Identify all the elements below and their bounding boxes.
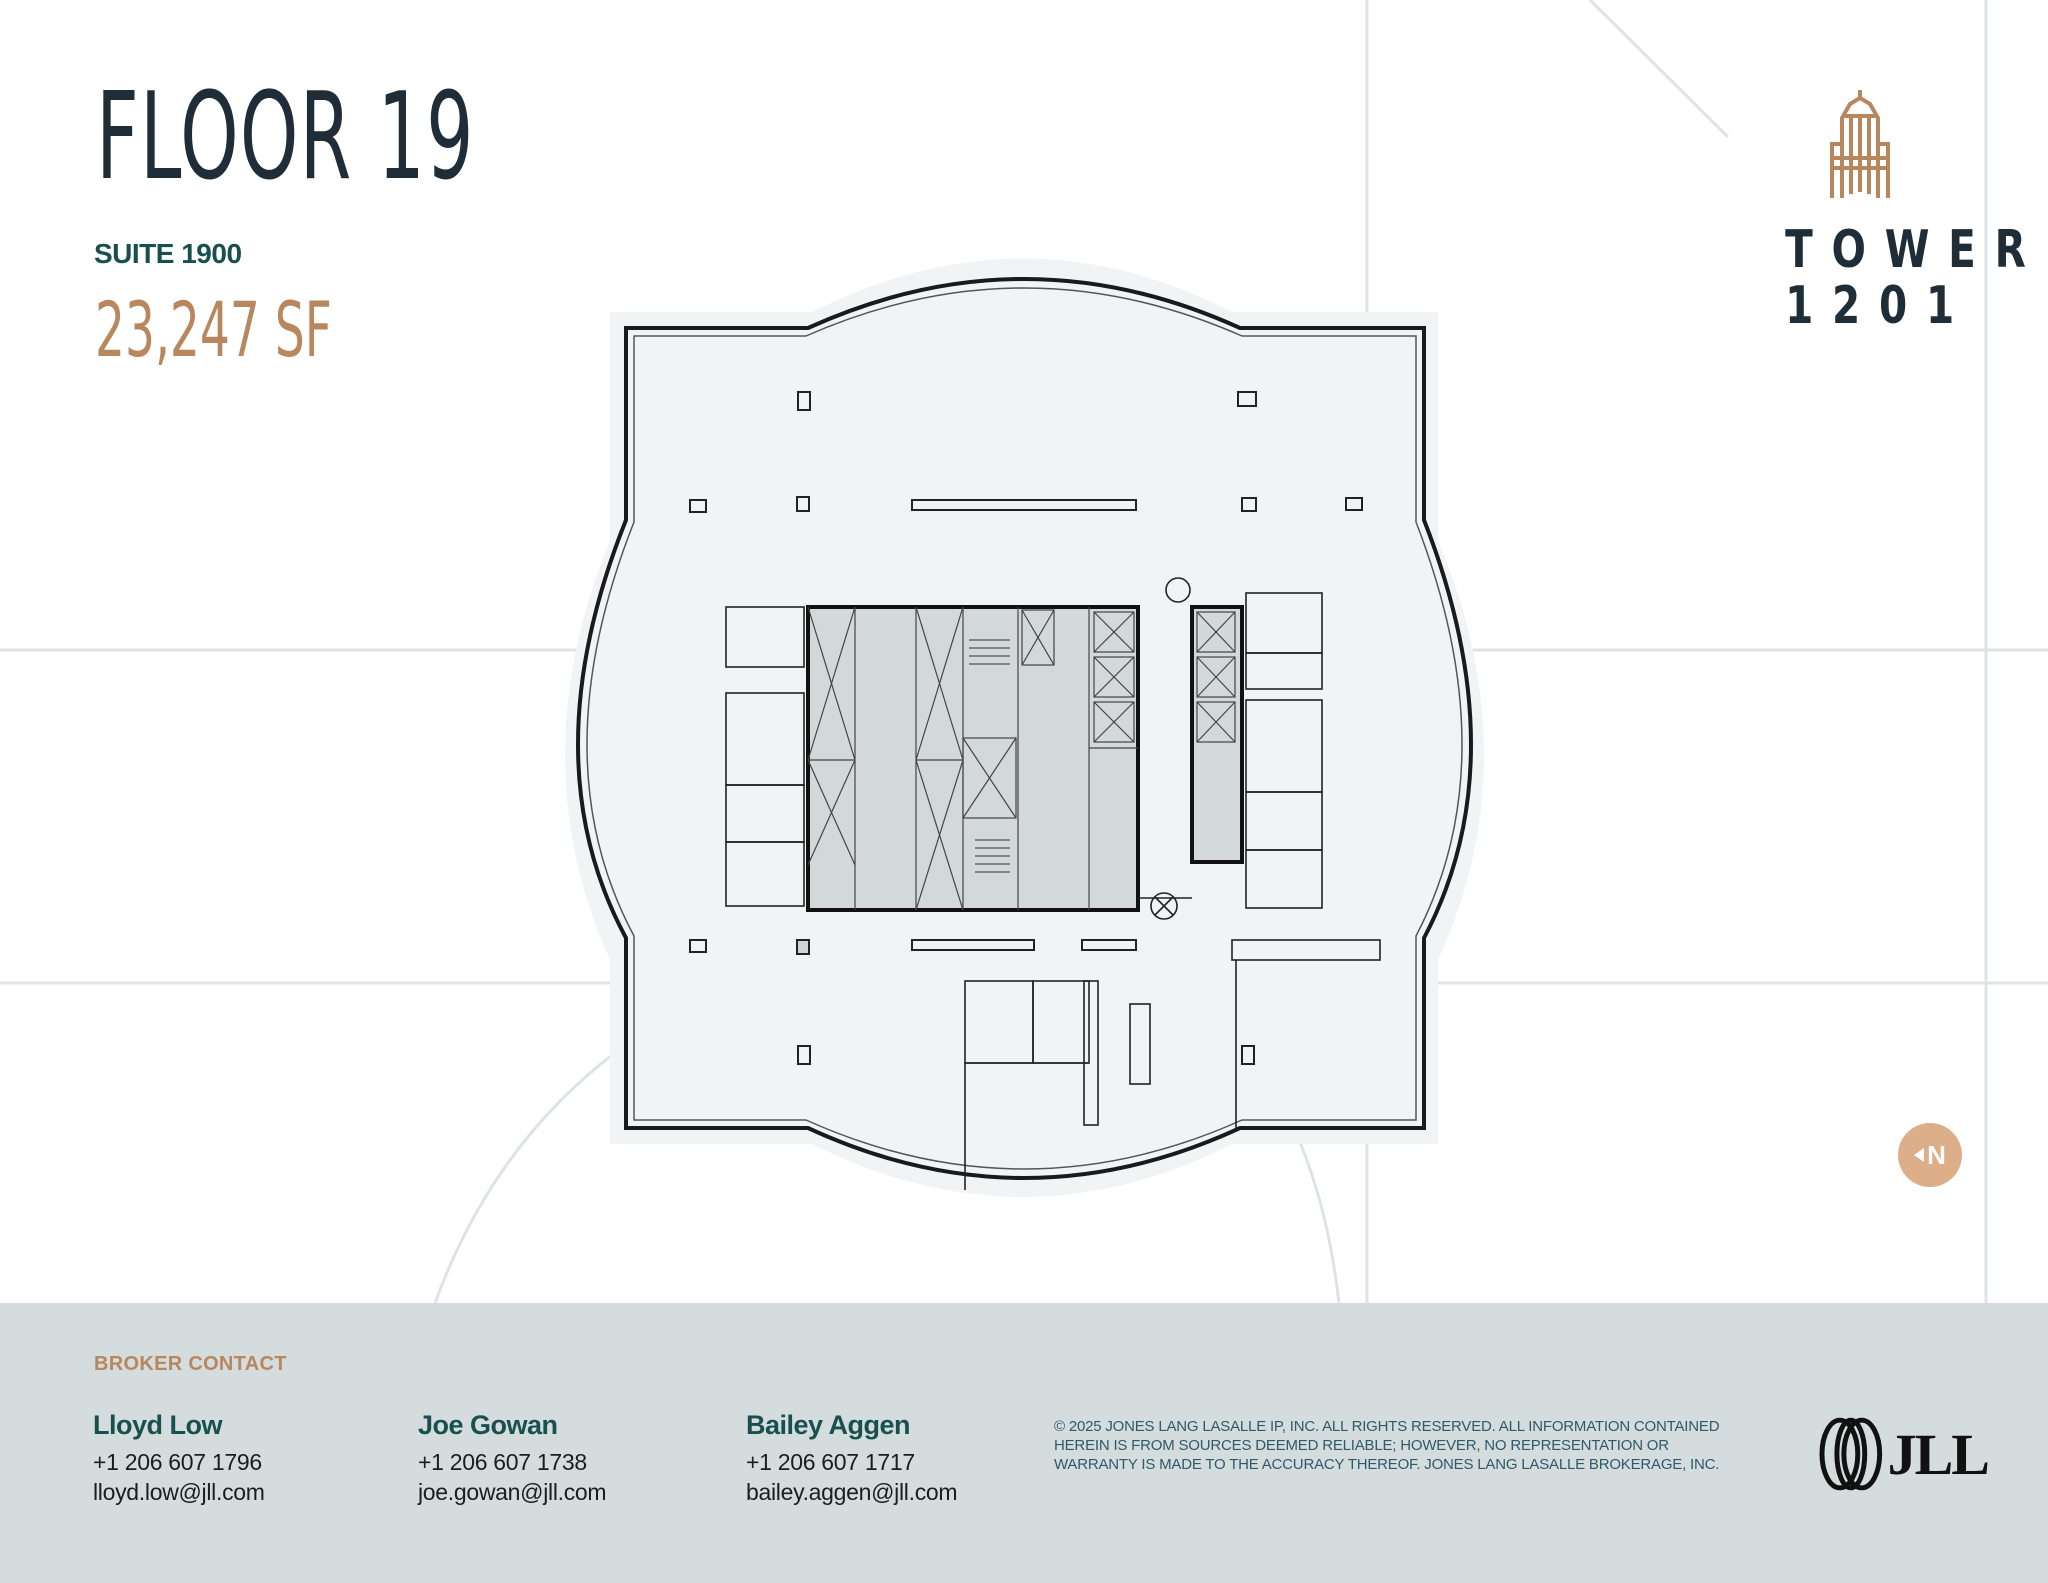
- legal-disclaimer: © 2025 JONES LANG LASALLE IP, INC. ALL R…: [1054, 1418, 1720, 1473]
- floor-plan: [565, 258, 1484, 1197]
- contact-phone[interactable]: +1 206 607 1717: [746, 1449, 915, 1475]
- floor-title: FLOOR 19: [96, 68, 475, 207]
- east-elevator-bank: [1190, 605, 1244, 864]
- contact-email[interactable]: lloyd.low@jll.com: [93, 1479, 265, 1505]
- interior-walls: [725, 577, 1381, 1190]
- columns: [689, 391, 1363, 1065]
- screen-partitions: [911, 499, 1137, 951]
- contact-name: Joe Gowan: [418, 1410, 558, 1440]
- jll-logo: JLL: [1818, 1412, 1990, 1496]
- contact-phone[interactable]: +1 206 607 1796: [93, 1449, 262, 1475]
- brand-line-2: 1201: [1785, 276, 1973, 336]
- contact-name: Lloyd Low: [93, 1410, 222, 1440]
- exterior-wall: [576, 277, 1473, 1180]
- contact-email[interactable]: joe.gowan@jll.com: [418, 1479, 607, 1505]
- brand-line-1: TOWER: [1785, 220, 2045, 280]
- contact-email[interactable]: bailey.aggen@jll.com: [746, 1479, 958, 1505]
- building-core: [806, 605, 1140, 912]
- suite-label: SUITE 1900: [94, 238, 242, 269]
- contact-card: Joe Gowan +1 206 607 1738 joe.gowan@jll.…: [418, 1410, 607, 1507]
- jll-wordmark: JLL: [1887, 1421, 1990, 1487]
- north-compass: N: [1898, 1123, 1962, 1187]
- area-square-feet: 23,247 SF: [95, 285, 332, 374]
- floor-plan-canvas: [0, 0, 2048, 1303]
- broker-contact-heading: BROKER CONTACT: [94, 1353, 287, 1375]
- footer-band: [0, 1303, 2048, 1583]
- contact-name: Bailey Aggen: [746, 1410, 911, 1440]
- stairs: [969, 639, 1010, 873]
- jll-rings-icon: [1819, 1417, 1883, 1491]
- compass-label: N: [1927, 1139, 1946, 1170]
- contact-card: Lloyd Low +1 206 607 1796 lloyd.low@jll.…: [93, 1410, 265, 1507]
- tower-building-icon: [1830, 90, 1890, 198]
- contact-card: Bailey Aggen +1 206 607 1717 bailey.agge…: [746, 1410, 958, 1507]
- contact-phone[interactable]: +1 206 607 1738: [418, 1449, 587, 1475]
- north-arrow-icon: [1914, 1148, 1925, 1162]
- tower-1201-logo: TOWER 1201: [1740, 88, 2045, 336]
